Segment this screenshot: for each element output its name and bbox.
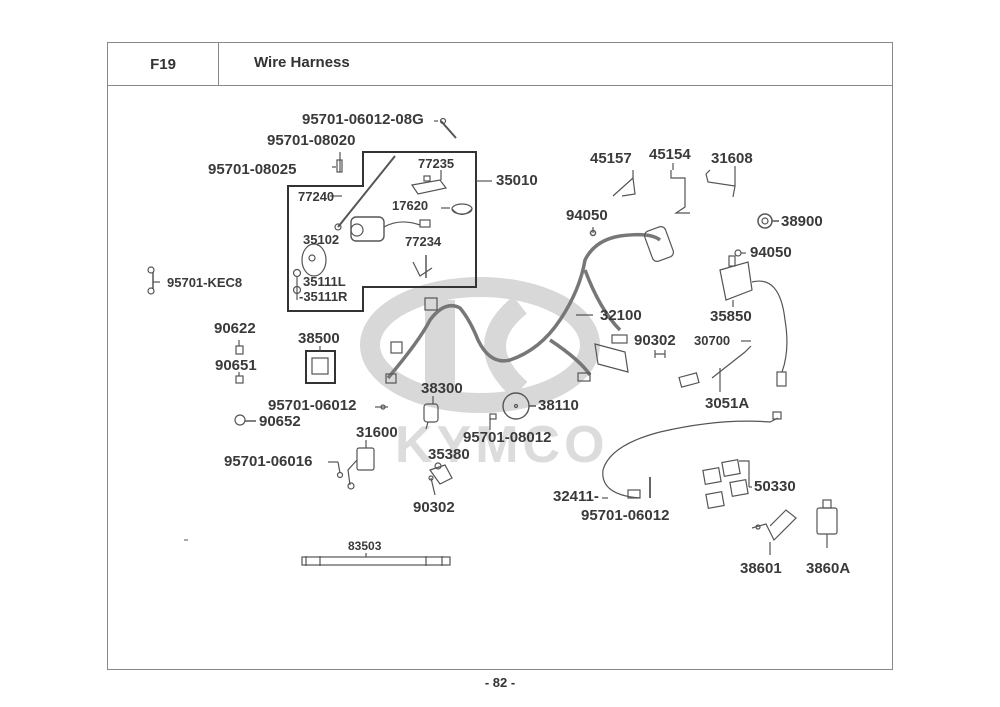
cap-17620-icon (451, 203, 473, 216)
clip-90651-icon (235, 372, 244, 384)
part-label: 95701-08012 (463, 429, 552, 446)
part-label: 95701-KEC8 (167, 275, 243, 290)
key-35111-icon (292, 268, 302, 300)
page-title: Wire Harness (254, 54, 350, 71)
ignition-switch-icon (350, 216, 431, 242)
header-divider (107, 85, 893, 86)
kymco-watermark-logo (360, 277, 600, 413)
part-label: 35010 (496, 172, 538, 189)
kymco-watermark-text: KYMCO (395, 416, 609, 474)
part-label: 38900 (781, 213, 823, 230)
starter-relay-38300-icon (423, 403, 439, 430)
part-label: 95701-08025 (208, 161, 297, 178)
nut-94050-icon (589, 227, 597, 237)
part-label: 90622 (214, 320, 256, 337)
disc-35102-icon (301, 243, 327, 277)
bolt-06012-icon (375, 404, 388, 410)
relay-3860A-icon (816, 499, 838, 535)
cable-3051A-icon (678, 345, 752, 388)
bolt-06016-icon (328, 461, 344, 479)
part-label: 94050 (566, 207, 608, 224)
part-label: 31608 (711, 150, 753, 167)
diagram-frame (107, 42, 893, 670)
part-label: 38110 (538, 397, 579, 414)
cable-77240-icon (334, 155, 396, 231)
part-label: 94050 (750, 244, 792, 261)
part-label: 32411- (553, 488, 599, 505)
brake-pads-50330-icon (702, 459, 752, 509)
grommet-38900-icon (757, 213, 773, 229)
part-label: 3051A (705, 395, 750, 412)
tube-83503-icon (301, 556, 451, 566)
clip-90652-icon (234, 414, 256, 426)
bracket-77235-icon (410, 175, 448, 195)
part-label: 32100 (600, 307, 642, 324)
part-label: 3860A (806, 560, 851, 577)
bracket-38601-icon (751, 509, 797, 542)
part-label: 35102 (303, 232, 340, 247)
part-label: 77240 (298, 189, 335, 204)
clip-KEC8-icon (147, 266, 160, 295)
part-label: 31600 (356, 424, 398, 441)
bracket-31608-icon (705, 166, 736, 198)
bracket-45154-icon (670, 163, 690, 214)
part-label: 45154 (649, 146, 691, 163)
regulator-31600-icon (347, 447, 375, 490)
part-label: 17620 (392, 198, 429, 213)
connector-32100-icon (385, 297, 591, 384)
filter-32100-icon (643, 226, 675, 262)
part-label: 90651 (215, 357, 257, 374)
part-label: 50330 (754, 478, 796, 495)
nut-94050b-icon (734, 249, 746, 257)
part-label: 35111L (303, 274, 346, 289)
relay-38500-icon (305, 350, 336, 384)
part-77234-icon (412, 255, 433, 278)
part-label: 30700 (694, 333, 731, 348)
part-label: 90302 (634, 332, 676, 349)
part-label: 35850 (710, 308, 752, 325)
part-label: 35380 (428, 446, 470, 463)
part-label: 90652 (259, 413, 301, 430)
part-label: 95701-06012 (581, 507, 670, 524)
part-label: 38601 (740, 560, 782, 577)
part-label: -35111R (299, 289, 348, 304)
part-label: 38500 (298, 330, 340, 347)
part-label: 95701-08020 (267, 132, 356, 149)
part-label: 77234 (405, 234, 442, 249)
clip-90302-icon (654, 350, 666, 358)
coil-35850-icon (719, 255, 788, 387)
sensor-35380-icon (429, 462, 453, 485)
bracket-45157-icon (612, 170, 636, 197)
page-number: - 82 - (484, 675, 516, 690)
clip-90622-icon (235, 340, 244, 355)
part-label: 95701-06016 (224, 453, 313, 470)
screw-08025-icon (336, 159, 343, 173)
ground-wire-32411-icon (602, 411, 782, 499)
kit-35010-outline (287, 151, 477, 312)
part-label: 45157 (590, 150, 632, 167)
part-label: 77235 (418, 156, 455, 171)
fuse-holder-icon (594, 334, 629, 373)
part-label: 95701-06012 (268, 397, 357, 414)
part-label: 95701-06012-08G (302, 111, 424, 128)
part-label: 90302 (413, 499, 455, 516)
clip-90302b-icon (428, 475, 436, 496)
part-label: 83503 (348, 539, 382, 553)
bolt-08012-icon (489, 413, 497, 430)
bolt-08G-icon (439, 117, 457, 139)
part-label: 38300 (421, 380, 463, 397)
